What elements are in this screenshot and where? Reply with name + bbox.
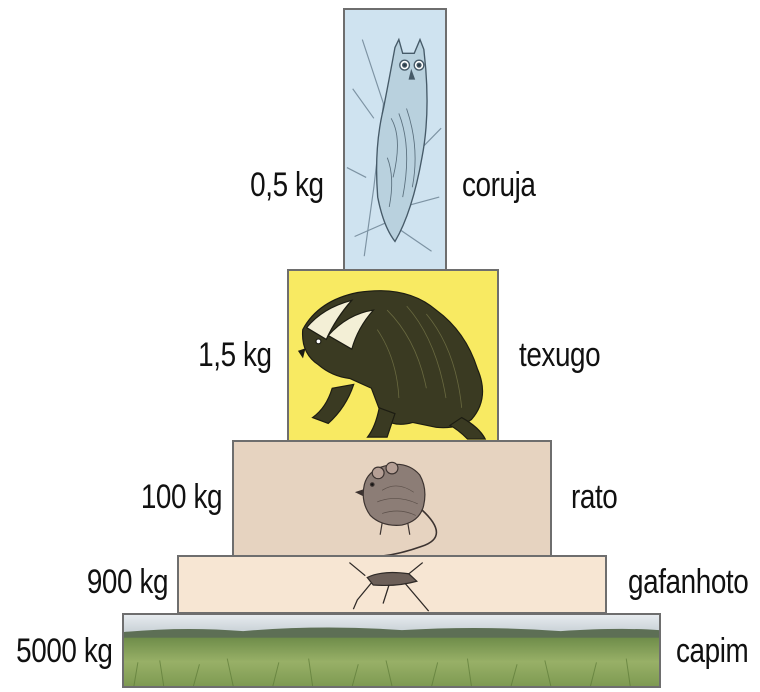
tier-coruja (343, 8, 447, 271)
mass-label-gafanhoto: 900 kg (87, 565, 168, 599)
organism-label-rato: rato (571, 480, 617, 514)
organism-label-gafanhoto: gafanhoto (628, 565, 748, 599)
grasshopper-icon (179, 557, 605, 612)
tier-texugo (287, 269, 499, 444)
organism-label-texugo: texugo (519, 338, 600, 372)
mass-label-capim: 5000 kg (16, 634, 112, 668)
owl-icon (345, 10, 445, 269)
mass-label-texugo: 1,5 kg (199, 338, 272, 372)
mass-label-rato: 100 kg (141, 480, 222, 514)
mass-label-coruja: 0,5 kg (251, 168, 324, 202)
grass-icon (124, 615, 659, 686)
rat-icon (234, 442, 550, 556)
organism-label-coruja: coruja (462, 168, 535, 202)
tier-gafanhoto (177, 555, 607, 614)
organism-label-capim: capim (676, 634, 748, 668)
tier-rato (232, 440, 552, 558)
tier-capim (122, 613, 661, 688)
badger-icon (289, 271, 497, 442)
